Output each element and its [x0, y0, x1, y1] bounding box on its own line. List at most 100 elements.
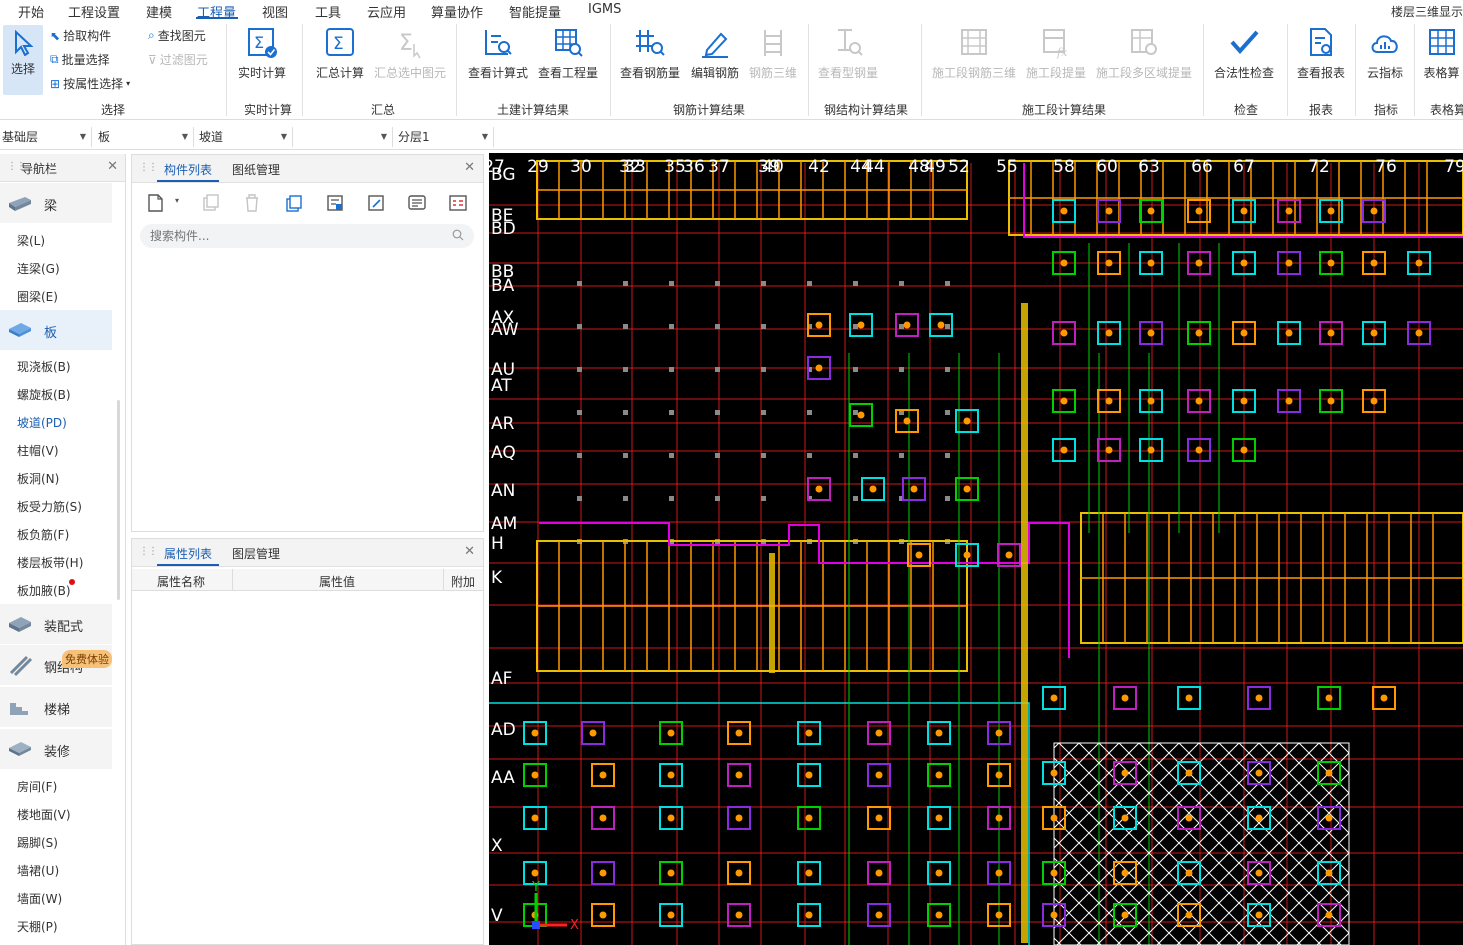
new-component-icon[interactable] — [144, 192, 168, 214]
menu-modeling[interactable]: 建模 — [146, 6, 173, 21]
group-label-realtime: 实时计算 — [244, 103, 293, 117]
column-marker — [807, 367, 812, 372]
stage-multi-region-button[interactable]: 施工段多区域提量 — [1094, 26, 1194, 81]
select-by-attribute-button[interactable]: ⊞按属性选择▾ — [50, 76, 131, 92]
floor-copy-icon[interactable] — [364, 192, 388, 214]
view-quantity-button[interactable]: 查看工程量 — [536, 26, 600, 81]
pile-cap — [797, 806, 821, 830]
nav-category-beam[interactable]: 梁 — [0, 183, 112, 223]
nav-item-ring-beam[interactable]: 圈梁(E) — [17, 290, 58, 304]
delete-icon[interactable] — [240, 192, 264, 214]
menu-start[interactable]: 开始 — [18, 6, 45, 21]
menu-igms[interactable]: IGMS — [588, 2, 622, 17]
pick-component-button[interactable]: ⬉拾取构件 — [50, 28, 112, 44]
nav-category-stairs[interactable]: 楼梯 — [0, 687, 112, 727]
cad-drawing-canvas[interactable]: 2729303233353637394042444448495255586063… — [489, 153, 1463, 945]
search-icon[interactable] — [452, 229, 464, 241]
rebar-3d-button[interactable]: 钢筋三维 — [746, 26, 800, 81]
realtime-calc-button[interactable]: Σ 实时计算 — [234, 26, 290, 81]
nav-item-wall-surface[interactable]: 墙面(W) — [17, 892, 63, 906]
nav-item-wainscot[interactable]: 墙裙(U) — [17, 864, 60, 878]
copy-icon[interactable] — [198, 192, 222, 214]
list-view-icon[interactable] — [405, 192, 429, 214]
type-selector[interactable]: 板▼ — [96, 127, 194, 147]
menu-tools[interactable]: 工具 — [315, 6, 342, 21]
floor-selector[interactable]: 基础层▼ — [0, 127, 92, 147]
nav-item-beam-l[interactable]: 梁(L) — [17, 234, 46, 248]
chevron-down-icon[interactable]: ▾ — [175, 196, 180, 205]
column-divider[interactable] — [443, 569, 444, 591]
column-divider[interactable] — [232, 569, 233, 591]
close-icon[interactable]: ✕ — [464, 544, 475, 559]
filter-element-button[interactable]: ⊽过滤图元 — [148, 52, 208, 68]
grip-icon[interactable]: ⋮⋮ — [7, 161, 26, 172]
component-selector[interactable]: 坡道▼ — [197, 127, 293, 147]
duplicate-icon[interactable] — [282, 192, 306, 214]
tab-drawing-management[interactable]: 图纸管理 — [232, 163, 281, 177]
menu-smart[interactable]: 智能提量 — [509, 6, 562, 21]
pile-center — [875, 814, 883, 822]
close-icon[interactable]: ✕ — [464, 160, 475, 175]
svg-text:Σ: Σ — [333, 34, 344, 54]
nav-category-decoration[interactable]: 装修 — [0, 729, 112, 769]
close-icon[interactable]: ✕ — [107, 159, 118, 174]
nav-item-floor-strip[interactable]: 楼层板带(H) — [17, 556, 84, 570]
nav-item-slab-haunch[interactable]: 板加腋(B) — [17, 584, 71, 598]
cloud-index-button[interactable]: 云指标 — [1362, 26, 1408, 81]
pile-center — [1185, 769, 1193, 777]
properties-icon[interactable] — [446, 192, 470, 214]
nav-item-slab-hole[interactable]: 板洞(N) — [17, 472, 60, 486]
grip-icon[interactable]: ⋮⋮ — [139, 546, 158, 557]
nav-item-slab-rebar[interactable]: 板受力筋(S) — [17, 500, 82, 514]
view-report-button[interactable]: 查看报表 — [1294, 26, 1348, 81]
nav-item-spiral-slab[interactable]: 螺旋板(B) — [17, 388, 71, 402]
menu-view[interactable]: 视图 — [262, 6, 289, 21]
tab-component-list[interactable]: 构件列表 — [164, 163, 213, 177]
find-element-button[interactable]: ⌕查找图元 — [148, 28, 206, 43]
pile-cap — [1113, 761, 1137, 785]
view-rebar-button[interactable]: 查看钢筋量 — [618, 26, 682, 81]
nav-item-floor-surface[interactable]: 楼地面(V) — [17, 808, 71, 822]
pick-icon: ⬉ — [50, 28, 61, 43]
edit-rebar-button[interactable]: 编辑钢筋 — [688, 26, 742, 81]
nav-item-skirting[interactable]: 踢脚(S) — [17, 836, 58, 850]
tab-layer-management[interactable]: 图层管理 — [232, 547, 281, 561]
pile-center — [531, 869, 539, 877]
nav-item-coupling-beam[interactable]: 连梁(G) — [17, 262, 60, 276]
menu-project-settings[interactable]: 工程设置 — [68, 6, 121, 21]
free-trial-badge[interactable]: 免费体验 — [62, 650, 112, 668]
table-calc-button[interactable]: 表格算 — [1420, 26, 1463, 81]
pile-center — [1325, 694, 1333, 702]
nav-item-ceiling[interactable]: 天棚(P) — [17, 920, 58, 934]
layer-copy-icon[interactable] — [323, 192, 347, 214]
grip-icon[interactable]: ⋮⋮ — [139, 162, 158, 173]
view-formula-button[interactable]: 查看计算式 — [466, 26, 530, 81]
pile-cap — [727, 721, 751, 745]
select-button[interactable] — [3, 25, 43, 95]
component-search-input[interactable] — [140, 224, 474, 248]
nav-item-room[interactable]: 房间(F) — [17, 780, 58, 794]
menu-collab[interactable]: 算量协作 — [431, 6, 484, 21]
menu-cloud[interactable]: 云应用 — [367, 6, 407, 21]
sub-component-selector[interactable]: ▼ — [296, 127, 393, 147]
tab-property-list[interactable]: 属性列表 — [164, 547, 213, 561]
view-steel-button[interactable]: 查看型钢量 — [816, 26, 880, 81]
nav-category-slab[interactable]: 板 — [0, 310, 112, 350]
pile-center — [963, 485, 971, 493]
nav-scrollbar[interactable] — [117, 400, 120, 600]
layer-selector[interactable]: 分层1▼ — [396, 127, 494, 147]
group-label-table: 表格算 — [1430, 103, 1463, 117]
stage-extract-button[interactable]: fx 施工段提量 — [1024, 26, 1088, 81]
summary-selected-button[interactable]: Σ 汇总选中图元 — [373, 26, 447, 81]
summary-calc-button[interactable]: Σ 汇总计算 — [312, 26, 368, 81]
nav-item-ramp[interactable]: 坡道(PD) — [17, 416, 67, 430]
nav-item-cast-slab[interactable]: 现浇板(B) — [17, 360, 71, 374]
nav-category-prefab[interactable]: 装配式 — [0, 604, 112, 644]
select-button-content[interactable]: 选择 — [3, 30, 43, 77]
batch-select-button[interactable]: ⧉批量选择 — [50, 52, 110, 67]
nav-item-column-cap[interactable]: 柱帽(V) — [17, 444, 59, 458]
floor-3d-display-toggle[interactable]: 楼层三维显示 — [1390, 5, 1463, 19]
validity-check-button[interactable]: 合法性检查 — [1212, 26, 1276, 81]
stage-rebar-3d-button[interactable]: 施工段钢筋三维 — [930, 26, 1018, 81]
nav-item-slab-negative-rebar[interactable]: 板负筋(F) — [17, 528, 70, 542]
